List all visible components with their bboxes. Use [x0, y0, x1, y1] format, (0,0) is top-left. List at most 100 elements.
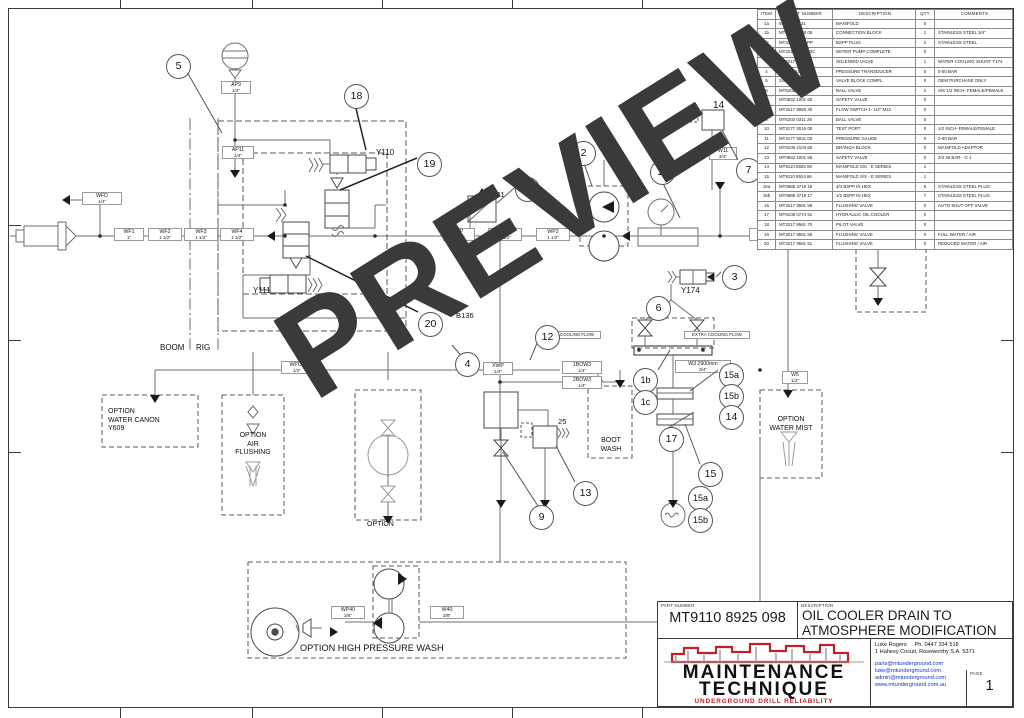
parts-cell-item: 15 — [757, 172, 776, 183]
email-admin[interactable]: admin@mtunderground.com — [875, 675, 946, 681]
website-link[interactable]: www.mtunderground.com.au — [875, 682, 947, 688]
balloon-15b-2[interactable]: 15b — [688, 508, 713, 533]
label-boom: BOOM — [160, 343, 185, 352]
description-line-1: OIL COOLER DRAIN TO — [802, 608, 952, 623]
parts-cell-item: 15a — [757, 181, 776, 193]
parts-cell-qty: 0 — [915, 47, 935, 58]
parts-cell-pn: MT9106 1078 06 — [775, 28, 833, 39]
balloon-19[interactable]: 19 — [417, 152, 442, 177]
balloon-14-top: 14 — [713, 100, 725, 111]
parts-cell-qty: 0 — [915, 18, 935, 30]
label-extra-cooling-flow: EXTRA COOLING FLOW — [684, 331, 750, 339]
frame-tick-right-2 — [1001, 340, 1014, 342]
parts-cell-desc: SAFETY VALVE — [832, 95, 916, 106]
parts-cell-com: 3/4 25 BAR - G 1 — [934, 152, 1013, 164]
logo-text-line-1: MAINTENANCE — [682, 662, 846, 683]
parts-cell-item: 1a — [757, 18, 776, 30]
parts-cell-pn: 9106 2192 01 — [775, 66, 833, 78]
balloon-17[interactable]: 17 — [659, 427, 684, 452]
balloon-2[interactable]: 2 — [571, 141, 596, 166]
parts-cell-pn: MT3217 9581 70 — [775, 220, 833, 231]
parts-cell-item: 19 — [757, 229, 776, 241]
parts-cell-desc: VALVE BLOCK COMPL — [832, 76, 916, 87]
parts-header-description: DESCRIPTION — [832, 9, 916, 20]
title-block-description: DESCRIPTION OIL COOLER DRAIN TO ATMOSPHE… — [798, 602, 1012, 639]
parts-cell-qty: 2 — [915, 37, 935, 49]
parts-cell-desc: FLUSHING VALVE — [832, 200, 916, 212]
balloon-20[interactable]: 20 — [418, 312, 443, 337]
balloon-18[interactable]: 18 — [344, 84, 369, 109]
parts-cell-qty: 0 — [915, 239, 935, 250]
balloon-14-right[interactable]: 14 — [719, 405, 744, 430]
parts-cell-item: 4 — [757, 66, 776, 78]
pressure-gauge-symbol — [647, 198, 675, 236]
balloon-4[interactable]: 4 — [455, 352, 480, 377]
water-pump-symbol — [588, 191, 620, 262]
parts-cell-qty: 0 — [915, 76, 935, 87]
frame-tick-bottom-1 — [120, 708, 122, 718]
parts-cell-qty: 0 — [915, 229, 935, 241]
parts-cell-qty: 1 — [915, 172, 935, 183]
balloon-7[interactable]: 7 — [736, 158, 761, 183]
frame-tick-top-4 — [512, 0, 514, 9]
logo-skyline-icon — [664, 642, 864, 664]
balloon-11[interactable]: 11 — [650, 160, 675, 185]
parts-cell-qty: 0 — [915, 95, 935, 106]
port-tag-wfd-size: 1/4" — [97, 199, 107, 204]
parts-cell-pn: MT0686 3718 18 — [775, 181, 833, 193]
parts-cell-item: 17 — [757, 210, 776, 222]
parts-cell-item: 14 — [757, 162, 776, 174]
balloon-12[interactable]: 12 — [535, 325, 560, 350]
email-parts[interactable]: parts@mtunderground.com — [875, 661, 944, 667]
email-luke[interactable]: luke@mtunderground.com — [875, 668, 941, 674]
balloon-15a[interactable]: 15a — [719, 363, 744, 388]
parts-cell-pn: MT9106 2103 66 — [775, 143, 833, 154]
parts-cell-pn: MT9110 8924 86 — [775, 172, 833, 183]
label-option-plain: OPTION — [367, 521, 394, 528]
balloon-1c[interactable]: 1c — [633, 390, 658, 415]
parts-cell-item: 2 — [757, 47, 776, 58]
parts-cell-desc: 3/4 BSPP IN HEX — [832, 181, 916, 193]
parts-cell-com — [934, 95, 1013, 106]
balloon-3[interactable]: 3 — [722, 265, 747, 290]
parts-cell-item: 18 — [757, 220, 776, 231]
parts-cell-com: STAINLESS STEEL 3/4" — [934, 28, 1013, 39]
parts-cell-item: 6 — [757, 85, 776, 97]
balloon-5[interactable]: 5 — [166, 54, 191, 79]
parts-cell-desc: MANIFOLD S/S - E SERIES — [832, 162, 916, 174]
parts-cell-com: REDUCED WATER / AIR — [934, 239, 1013, 250]
parts-cell-qty: 0 — [915, 133, 935, 145]
parts-cell-com: S/S 1/2 INCH- FEMALE/FEMALE — [934, 85, 1013, 97]
balloon-9[interactable]: 9 — [529, 505, 554, 530]
contact-name-phone: Luke Rogers Ph. 0447 334 518 — [875, 642, 966, 649]
parts-cell-com — [934, 114, 1013, 126]
parts-cell-com: FULL WATER / AIR — [934, 229, 1013, 241]
parts-cell-com: 0-60 BAR — [934, 133, 1013, 145]
parts-cell-desc: CONNECTION BLOCK — [832, 28, 916, 39]
balloon-6[interactable]: 6 — [646, 296, 671, 321]
balloon-15[interactable]: 15 — [698, 462, 723, 487]
parts-cell-com: WATER COOLING SHUNT Y174 — [934, 56, 1013, 68]
parts-cell-pn: MT9110 8925 09 — [775, 162, 833, 174]
balloon-8[interactable]: 8 — [515, 177, 540, 202]
contact-details: Luke Rogers Ph. 0447 334 518 1 Hahesy Ci… — [871, 639, 975, 706]
frame-tick-left-2 — [8, 340, 21, 342]
balloon-13[interactable]: 13 — [573, 481, 598, 506]
